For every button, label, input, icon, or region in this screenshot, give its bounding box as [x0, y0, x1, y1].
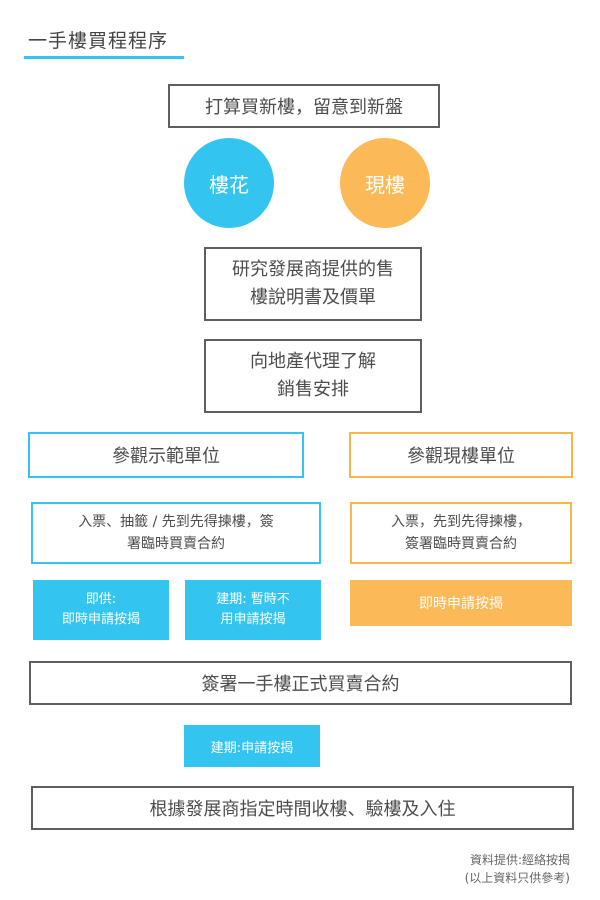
- ticket-right-box: 入票，先到先得揀樓， 簽署臨時買賣合約: [350, 502, 572, 564]
- ticket-right-line1: 入票，先到先得揀樓，: [391, 514, 531, 530]
- formal-contract-box: 簽署一手樓正式買賣合約: [29, 661, 572, 705]
- circle-completed: 現樓: [340, 138, 430, 228]
- ticket-right-line2: 簽署臨時買賣合約: [405, 536, 517, 552]
- mortgage-construction-box: 建期: 暫時不 用申請按揭: [185, 580, 321, 640]
- visit-completed-flat-box: 參觀現樓單位: [349, 432, 573, 478]
- visit-completed-flat-text: 參觀現樓單位: [407, 446, 515, 467]
- ticket-left-line1: 入票、抽籤 / 先到先得揀樓，簽: [78, 514, 274, 530]
- circle-off-plan: 樓花: [184, 138, 274, 228]
- visit-show-flat-text: 參觀示範單位: [112, 446, 220, 467]
- mortgage-immediate-line2: 即時申請按揭: [61, 612, 140, 627]
- formal-contract-text: 簽署一手樓正式買賣合約: [201, 674, 400, 695]
- step-research-box: 研究發展商提供的售 樓說明書及價單: [204, 247, 422, 321]
- step-agent-line2: 銷售安排: [277, 379, 349, 400]
- source-note: 資料提供:經絡按揭 (以上資料只供參考): [465, 851, 570, 887]
- step-agent-line1: 向地產代理了解: [250, 351, 376, 372]
- source-line2: (以上資料只供參考): [464, 871, 570, 885]
- step-research-line2: 樓說明書及價單: [250, 287, 376, 308]
- mortgage-construction-line2: 用申請按揭: [220, 612, 286, 627]
- ticket-left-line2: 署臨時買賣合約: [127, 536, 225, 552]
- step-research-line1: 研究發展商提供的售: [232, 259, 394, 280]
- handover-text: 根據發展商指定時間收樓、驗樓及入住: [149, 799, 456, 820]
- mortgage-immediate-line1: 即供:: [85, 592, 117, 607]
- step-start-box: 打算買新樓，留意到新盤: [168, 84, 440, 128]
- handover-box: 根據發展商指定時間收樓、驗樓及入住: [31, 786, 574, 830]
- title-underline: [24, 56, 184, 59]
- ticket-left-box: 入票、抽籤 / 先到先得揀樓，簽 署臨時買賣合約: [31, 502, 321, 564]
- visit-show-flat-box: 參觀示範單位: [28, 432, 304, 478]
- circle-completed-label: 現樓: [365, 172, 405, 197]
- mortgage-construction-apply-text: 建期:申請按揭: [210, 740, 294, 756]
- source-line1: 資料提供:經絡按揭: [469, 853, 570, 867]
- mortgage-completed-box: 即時申請按揭: [350, 580, 572, 626]
- page-title: 一手樓買程程序: [28, 30, 169, 52]
- mortgage-construction-apply-box: 建期:申請按揭: [184, 725, 320, 767]
- step-agent-box: 向地產代理了解 銷售安排: [204, 339, 422, 413]
- step-start-text: 打算買新樓，留意到新盤: [205, 97, 403, 118]
- mortgage-immediate-box: 即供: 即時申請按揭: [33, 580, 169, 640]
- mortgage-construction-line1: 建期: 暫時不: [216, 592, 290, 607]
- mortgage-completed-text: 即時申請按揭: [419, 596, 503, 612]
- circle-off-plan-label: 樓花: [209, 172, 249, 197]
